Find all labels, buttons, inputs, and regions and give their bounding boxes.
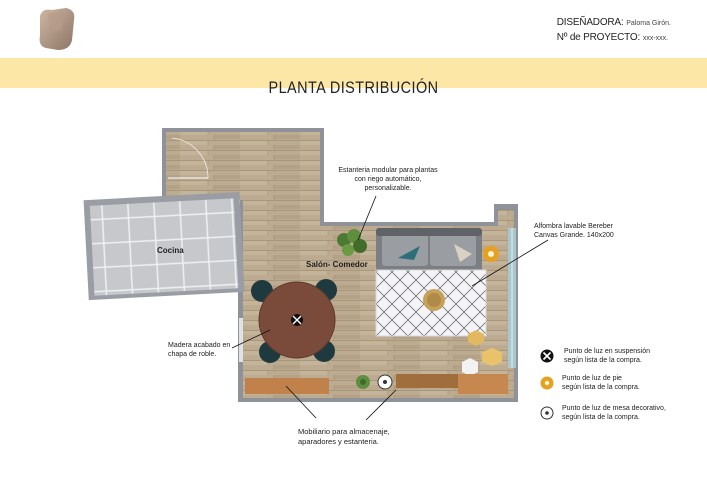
legend-text: Punto de luz en suspensión según lista d… bbox=[564, 347, 650, 365]
legend: Punto de luz en suspensión según lista d… bbox=[540, 347, 700, 428]
shelf-annotation-line: con riego automático, bbox=[354, 176, 422, 183]
legend-line: según lista de la compra. bbox=[562, 414, 640, 421]
shelf-annotation: Estanteria modular para plantas con rieg… bbox=[332, 166, 444, 193]
project-number: xxx-xxx. bbox=[642, 35, 669, 42]
logo bbox=[36, 6, 78, 52]
rug-annotation: Alfombra lavable Bereber Canvas Grande. … bbox=[534, 222, 614, 240]
living-room-label: Salón- Comedor bbox=[306, 260, 368, 269]
kitchen-label: Cocina bbox=[157, 246, 184, 255]
door-swing bbox=[168, 137, 209, 179]
pendant-light bbox=[291, 314, 303, 326]
legend-item-pendant: Punto de luz en suspensión según lista d… bbox=[540, 347, 700, 371]
left-window-strip bbox=[239, 318, 243, 362]
floor-lamp bbox=[483, 246, 499, 262]
kitchen-area bbox=[83, 192, 245, 301]
table-annotation-line: Madera acabado en bbox=[168, 342, 231, 349]
window-strip bbox=[508, 228, 516, 368]
project-label: Nº de PROYECTO: bbox=[556, 32, 641, 43]
side-tables bbox=[462, 330, 502, 376]
armchair-logo-icon bbox=[39, 8, 75, 50]
floor-lamp-icon bbox=[540, 376, 554, 390]
designer-label: DISEÑADORA: bbox=[556, 17, 624, 28]
page-title: PLANTA DISTRIBUCIÓN bbox=[268, 78, 439, 97]
plant-shelf bbox=[337, 229, 367, 256]
table-annotation: Madera acabado en chapa de roble. bbox=[168, 341, 230, 359]
pendant-light-icon bbox=[540, 349, 554, 363]
legend-line: Punto de luz en suspensión bbox=[564, 348, 651, 355]
small-plant bbox=[356, 375, 370, 389]
legend-item-floor-lamp: Punto de luz de pie según lista de la co… bbox=[540, 374, 700, 404]
table-lamp bbox=[377, 374, 393, 390]
sofa bbox=[376, 228, 482, 272]
designer-row: DISEÑADORA: Paloma Girón. bbox=[557, 16, 671, 31]
rug-annotation-line: Alfombra lavable Bereber bbox=[534, 223, 613, 230]
project-row: Nº de PROYECTO: xxx-xxx. bbox=[557, 31, 671, 46]
legend-line: según lista de la compra. bbox=[562, 384, 640, 391]
legend-line: Punto de luz de pie bbox=[562, 375, 622, 382]
designer-name: Paloma Girón. bbox=[626, 20, 671, 27]
storage-annotation-line: Mobiliario para almacenaje, bbox=[298, 427, 390, 436]
legend-line: según lista de la compra. bbox=[564, 357, 642, 364]
shelf-annotation-line: personalizable. bbox=[364, 185, 412, 192]
shelf-annotation-line: Estanteria modular para plantas bbox=[338, 167, 438, 174]
legend-line: Punto de luz de mesa decorativo, bbox=[562, 405, 666, 412]
table-lamp-icon bbox=[540, 406, 554, 420]
table-annotation-line: chapa de roble. bbox=[168, 351, 217, 358]
storage-annotation-line: aparadores y estanteria. bbox=[298, 437, 379, 446]
legend-text: Punto de luz de pie según lista de la co… bbox=[562, 374, 640, 392]
legend-text: Punto de luz de mesa decorativo, según l… bbox=[562, 404, 666, 422]
legend-item-table-lamp: Punto de luz de mesa decorativo, según l… bbox=[540, 404, 700, 428]
rug-annotation-line: Canvas Grande. 140x200 bbox=[534, 232, 614, 239]
rug bbox=[375, 269, 487, 337]
project-info: DISEÑADORA: Paloma Girón. Nº de PROYECTO… bbox=[557, 16, 671, 46]
storage-furniture bbox=[245, 374, 508, 394]
title-band bbox=[0, 58, 707, 88]
leader-lines bbox=[231, 195, 549, 421]
storage-annotation: Mobiliario para almacenaje, aparadores y… bbox=[298, 427, 390, 447]
